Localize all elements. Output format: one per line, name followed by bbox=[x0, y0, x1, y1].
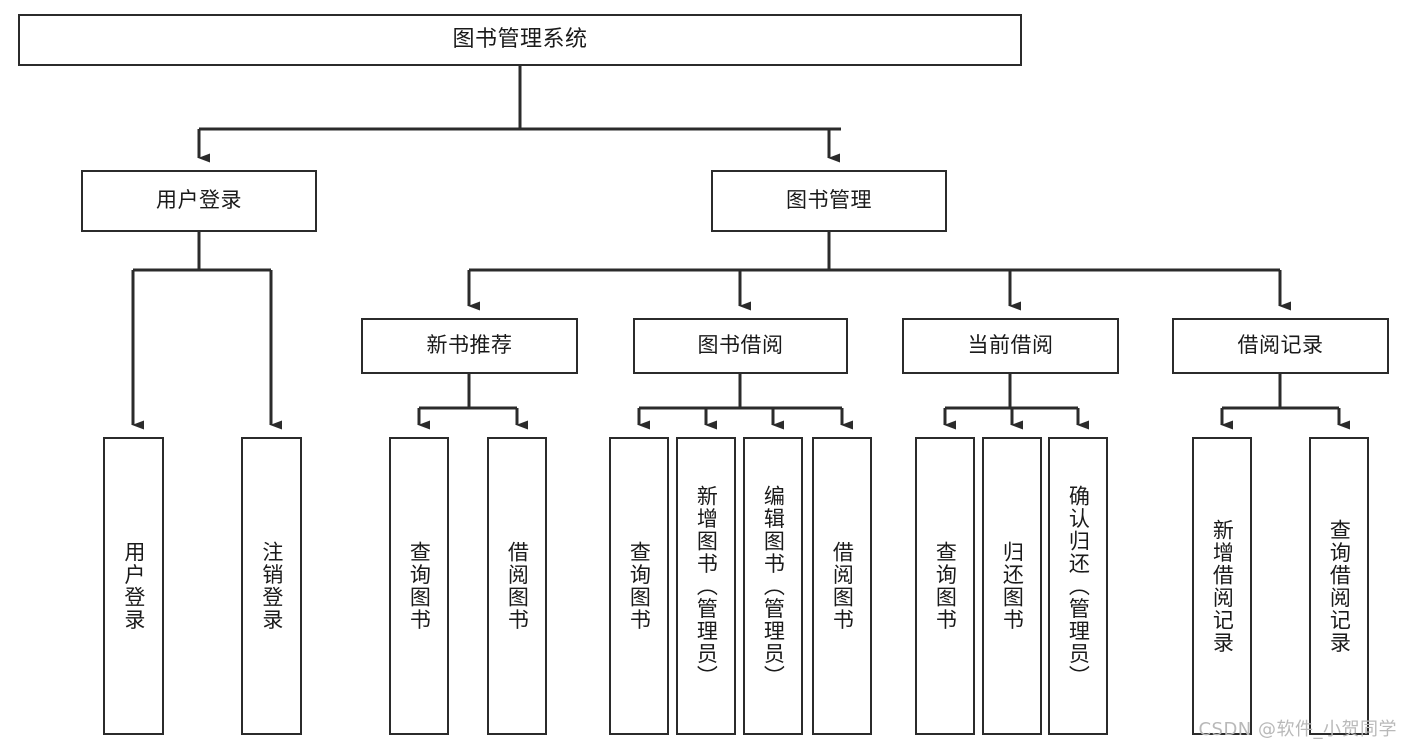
node-borrow-record[interactable]: 借阅记录 bbox=[1172, 318, 1389, 374]
node-book-management[interactable]: 图书管理 bbox=[711, 170, 947, 232]
node-label: 借阅图书 bbox=[505, 541, 530, 631]
node-label: 借阅记录 bbox=[1237, 333, 1324, 358]
node-leaf-borrow-book[interactable]: 借阅图书 bbox=[812, 437, 872, 735]
node-book-borrow[interactable]: 图书借阅 bbox=[633, 318, 848, 374]
node-label: 查询图书 bbox=[627, 541, 652, 631]
node-label: 借阅图书 bbox=[830, 541, 855, 631]
node-label: 当前借阅 bbox=[967, 333, 1054, 358]
node-label: 归还图书 bbox=[1000, 541, 1025, 631]
node-leaf-query-book-recommend[interactable]: 查询图书 bbox=[389, 437, 449, 735]
node-label: 图书借阅 bbox=[697, 333, 784, 358]
node-user-login[interactable]: 用户登录 bbox=[81, 170, 317, 232]
node-leaf-query-book-current[interactable]: 查询图书 bbox=[915, 437, 975, 735]
node-label: 用户登录 bbox=[121, 541, 146, 631]
node-leaf-return-book[interactable]: 归还图书 bbox=[982, 437, 1042, 735]
csdn-watermark: CSDN @软件_小贺同学 bbox=[1198, 719, 1397, 740]
node-label: 新书推荐 bbox=[426, 333, 513, 358]
node-new-book-recommend[interactable]: 新书推荐 bbox=[361, 318, 578, 374]
node-current-borrow[interactable]: 当前借阅 bbox=[902, 318, 1119, 374]
node-label: 新增图书（管理员） bbox=[694, 484, 719, 688]
node-label: 查询借阅记录 bbox=[1327, 518, 1352, 654]
node-label: 查询图书 bbox=[933, 541, 958, 631]
node-leaf-add-book[interactable]: 新增图书（管理员） bbox=[676, 437, 736, 735]
node-leaf-edit-book[interactable]: 编辑图书（管理员） bbox=[743, 437, 803, 735]
node-leaf-user-logout[interactable]: 注销登录 bbox=[241, 437, 302, 735]
node-label: 确认归还（管理员） bbox=[1066, 484, 1091, 688]
node-leaf-query-book-borrow[interactable]: 查询图书 bbox=[609, 437, 669, 735]
node-label: 图书管理系统 bbox=[452, 26, 588, 52]
node-leaf-add-borrow-record[interactable]: 新增借阅记录 bbox=[1192, 437, 1252, 735]
node-label: 新增借阅记录 bbox=[1210, 518, 1235, 654]
node-root-book-management-system[interactable]: 图书管理系统 bbox=[18, 14, 1022, 66]
node-leaf-borrow-book-recommend[interactable]: 借阅图书 bbox=[487, 437, 547, 735]
node-leaf-confirm-return[interactable]: 确认归还（管理员） bbox=[1048, 437, 1108, 735]
node-label: 图书管理 bbox=[786, 188, 872, 213]
node-label: 编辑图书（管理员） bbox=[761, 484, 786, 688]
node-leaf-query-borrow-record[interactable]: 查询借阅记录 bbox=[1309, 437, 1369, 735]
node-label: 查询图书 bbox=[407, 541, 432, 631]
node-label: 注销登录 bbox=[259, 541, 284, 631]
node-label: 用户登录 bbox=[156, 188, 242, 213]
node-leaf-user-login[interactable]: 用户登录 bbox=[103, 437, 164, 735]
